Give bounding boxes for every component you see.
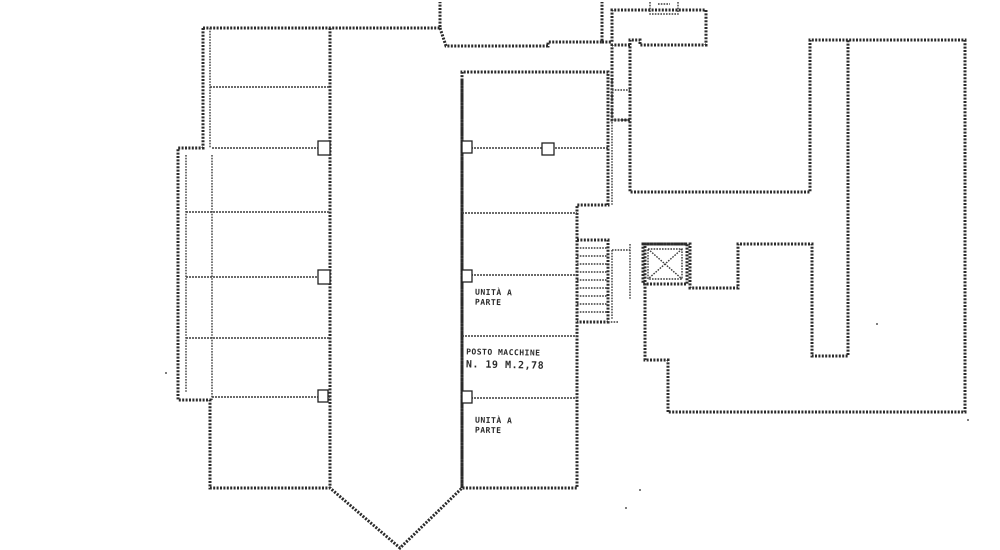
- corridor-wall: [612, 244, 631, 300]
- unit-label-upper-line1: UNITÀ A: [475, 287, 513, 298]
- pillar: [317, 389, 329, 403]
- unit-label-lower-line1: UNITÀ A: [475, 415, 513, 426]
- outer-wall-north: [203, 2, 442, 30]
- outer-wall-east-notch: [610, 43, 630, 122]
- scan-speck: [625, 507, 627, 509]
- outer-wall-west-block: [176, 28, 610, 550]
- elevator-shaft: [641, 242, 689, 286]
- parking-space-label: POSTO MACCHINE N. 19 M.2,78: [466, 345, 545, 372]
- scan-speck: [967, 419, 969, 421]
- parking-space-label-line2: N. 19 M.2,78: [465, 359, 545, 372]
- unit-label-upper-line2: PARTE: [474, 297, 502, 308]
- pillar: [461, 390, 473, 404]
- pillar: [317, 140, 331, 156]
- outer-wall-south-east: [643, 40, 850, 412]
- parking-space-label-line1: POSTO MACCHINE: [466, 347, 541, 358]
- pillar: [461, 269, 473, 283]
- unit-label-upper: UNITÀ A PARTE: [475, 288, 513, 309]
- pillar: [317, 269, 331, 285]
- pillar: [461, 140, 473, 154]
- scan-speck: [876, 323, 878, 325]
- staircase: [577, 238, 618, 324]
- unit-label-lower-line2: PARTE: [474, 425, 502, 436]
- outer-wall-north-court: [438, 2, 604, 48]
- scan-speck: [165, 372, 167, 374]
- corridor-wall: [612, 89, 630, 121]
- scan-speck: [639, 489, 641, 491]
- tower-detail: [649, 2, 679, 15]
- pillar: [541, 142, 555, 156]
- inner-strip-west: [185, 155, 213, 400]
- outer-wall-north-tower: [602, 8, 967, 414]
- unit-label-lower: UNITÀ A PARTE: [475, 416, 513, 437]
